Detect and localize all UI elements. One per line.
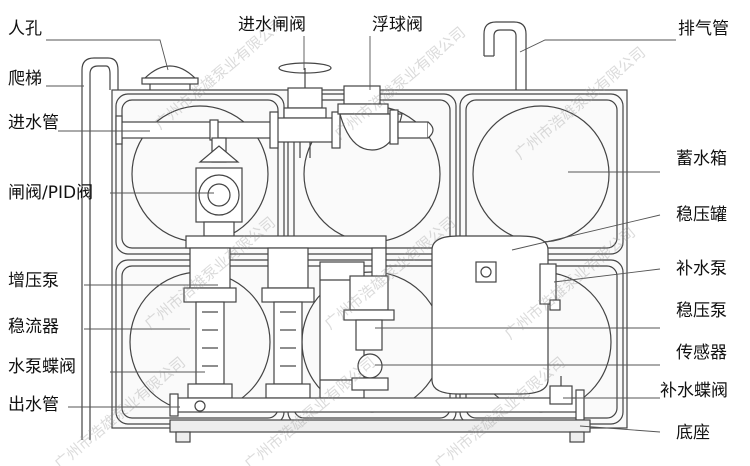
label-pump-butterfly-valve: 水泵蝶阀 xyxy=(8,357,76,377)
stabilizing-pump xyxy=(343,275,395,391)
label-exhaust-pipe: 排气管 xyxy=(678,19,729,39)
label-base: 底座 xyxy=(676,423,710,443)
gate-pid-valve xyxy=(195,137,243,252)
label-replenish-pump: 补水泵 xyxy=(676,259,727,279)
labels-top: 进水闸阀 浮球阀 xyxy=(238,15,423,35)
booster-pump-2 xyxy=(261,247,315,399)
replenish-butterfly-valve xyxy=(549,376,573,405)
label-inlet-gate-valve: 进水闸阀 xyxy=(238,15,306,35)
label-booster-pump: 增压泵 xyxy=(8,271,59,291)
label-replenish-butterfly-valve: 补水蝶阀 xyxy=(660,381,728,401)
label-inlet-pipe: 进水管 xyxy=(8,113,59,133)
label-manhole: 人孔 xyxy=(8,19,42,39)
label-stabilizing-pump: 稳压泵 xyxy=(676,301,727,321)
label-ladder: 爬梯 xyxy=(8,69,42,89)
outlet-pipe xyxy=(169,389,585,421)
label-gate-pid-valve: 闸阀/PID阀 xyxy=(8,183,93,203)
ladder xyxy=(81,57,119,440)
label-pressure-tank: 稳压罐 xyxy=(676,205,727,225)
pressure-tank xyxy=(431,235,561,395)
exhaust-pipe xyxy=(483,21,527,90)
base-frame xyxy=(169,419,591,443)
leader-lines xyxy=(46,36,676,433)
float-valve xyxy=(337,85,434,151)
label-float-valve: 浮球阀 xyxy=(372,15,423,35)
labels-left: 人孔 爬梯 进水管 闸阀/PID阀 增压泵 稳流器 水泵蝶阀 出水管 xyxy=(8,19,93,415)
label-outlet-pipe: 出水管 xyxy=(8,395,59,415)
label-storage-tank: 蓄水箱 xyxy=(676,149,727,169)
inlet-gate-valve xyxy=(269,62,341,158)
manhole xyxy=(141,65,199,90)
label-sensor: 传感器 xyxy=(676,343,727,363)
labels-right: 排气管 蓄水箱 稳压罐 补水泵 稳压泵 传感器 补水蝶阀 底座 xyxy=(660,19,729,443)
booster-pump-1 xyxy=(183,247,237,399)
label-flow-stabilizer: 稳流器 xyxy=(8,317,59,337)
